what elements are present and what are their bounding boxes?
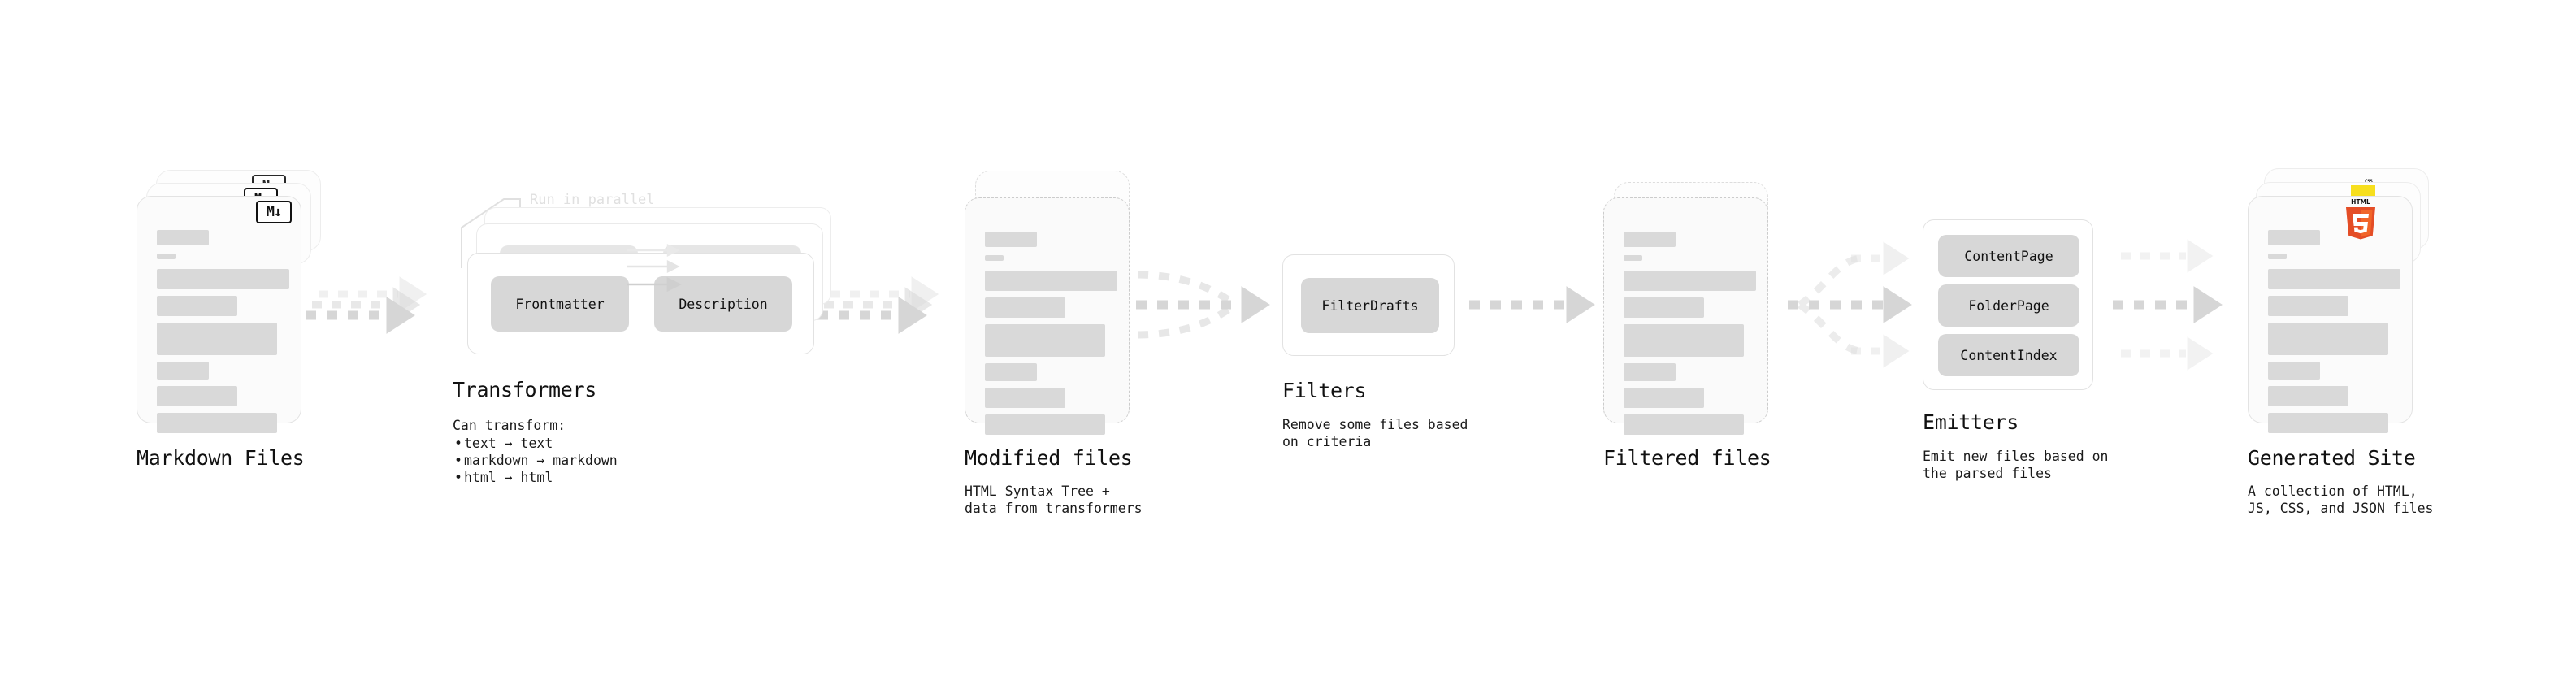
skeleton-line bbox=[1624, 271, 1756, 291]
generated-site-caption: A collection of HTML, JS, CSS, and JSON … bbox=[2248, 484, 2434, 516]
skeleton-line bbox=[1624, 232, 1676, 247]
css3-icon-label: CSS bbox=[2365, 179, 2373, 184]
skeleton-line bbox=[157, 386, 237, 406]
modified-card-front bbox=[965, 197, 1130, 435]
skeleton-line bbox=[157, 269, 289, 289]
stage-title-emitters: Emitters bbox=[1923, 410, 2019, 434]
run-in-parallel-label: Run in parallel bbox=[530, 192, 655, 208]
skeleton-line bbox=[2268, 386, 2348, 406]
filter-pill-filterdrafts[interactable]: FilterDrafts bbox=[1301, 278, 1439, 333]
skeleton-line bbox=[985, 324, 1105, 357]
site-card-front bbox=[2248, 196, 2413, 433]
skeleton-line bbox=[985, 363, 1037, 381]
skeleton-line bbox=[157, 296, 237, 316]
skeleton-line bbox=[157, 323, 277, 355]
html5-icon: HTML bbox=[2346, 198, 2375, 240]
list-item: html → html bbox=[453, 469, 618, 486]
emitter-pill-folderpage[interactable]: FolderPage bbox=[1938, 284, 2079, 327]
html5-icon-label: HTML bbox=[2351, 198, 2370, 206]
filters-caption: Remove some files based on criteria bbox=[1282, 417, 1468, 449]
skeleton-line bbox=[2268, 254, 2287, 259]
emitter-pill-contentpage[interactable]: ContentPage bbox=[1938, 235, 2079, 277]
skeleton-line bbox=[157, 362, 209, 380]
skeleton-line bbox=[1624, 363, 1676, 381]
skeleton-line bbox=[1624, 414, 1744, 435]
skeleton-line bbox=[2268, 230, 2320, 245]
skeleton-line bbox=[985, 414, 1105, 435]
skeleton-line bbox=[985, 297, 1065, 318]
skeleton-line bbox=[2268, 296, 2348, 316]
transformer-inner-arrows bbox=[627, 244, 682, 293]
skeleton-line bbox=[2268, 362, 2320, 380]
skeleton-line bbox=[985, 388, 1065, 408]
skeleton-line bbox=[1624, 388, 1704, 408]
skeleton-line bbox=[157, 230, 209, 245]
filtered-card-front bbox=[1603, 197, 1768, 435]
transformers-caption: Can transform: text → text markdown → ma… bbox=[453, 417, 618, 486]
skeleton-line bbox=[157, 254, 176, 259]
emitter-pill-contentindex[interactable]: ContentIndex bbox=[1938, 334, 2079, 376]
markdown-card-front bbox=[137, 196, 301, 433]
emitters-container: ContentPage FolderPage ContentIndex bbox=[1923, 219, 2093, 390]
skeleton-line bbox=[985, 271, 1117, 291]
transformer-pill-frontmatter[interactable]: Frontmatter bbox=[491, 276, 629, 332]
stage-title-transformers: Transformers bbox=[453, 378, 597, 401]
skeleton-line bbox=[2268, 323, 2388, 355]
transformer-pill-description[interactable]: Description bbox=[654, 276, 792, 332]
skeleton-line bbox=[1624, 324, 1744, 357]
skeleton-line bbox=[157, 413, 277, 433]
list-item: text → text bbox=[453, 435, 618, 452]
list-item: markdown → markdown bbox=[453, 452, 618, 469]
transformer-container-front: Frontmatter Description bbox=[467, 253, 814, 354]
skeleton-line bbox=[985, 232, 1037, 247]
modified-files-caption: HTML Syntax Tree + data from transformer… bbox=[965, 484, 1143, 516]
emitters-caption: Emit new files based on the parsed files bbox=[1923, 449, 2109, 481]
filters-container: FilterDrafts bbox=[1282, 254, 1455, 356]
stage-title-markdown-files: Markdown Files bbox=[137, 446, 305, 470]
markdown-icon: M↓ bbox=[256, 201, 292, 223]
skeleton-line bbox=[1624, 297, 1704, 318]
stage-title-filtered-files: Filtered files bbox=[1603, 446, 1772, 470]
stage-title-generated-site: Generated Site bbox=[2248, 446, 2416, 470]
stage-title-modified-files: Modified files bbox=[965, 446, 1133, 470]
skeleton-line bbox=[1624, 255, 1642, 261]
skeleton-line bbox=[2268, 413, 2388, 433]
stage-title-filters: Filters bbox=[1282, 379, 1367, 402]
skeleton-line bbox=[985, 255, 1004, 261]
skeleton-line bbox=[2268, 269, 2400, 289]
transformers-caption-list: text → text markdown → markdown html → h… bbox=[453, 435, 618, 486]
transformers-caption-lead: Can transform: bbox=[453, 418, 566, 433]
